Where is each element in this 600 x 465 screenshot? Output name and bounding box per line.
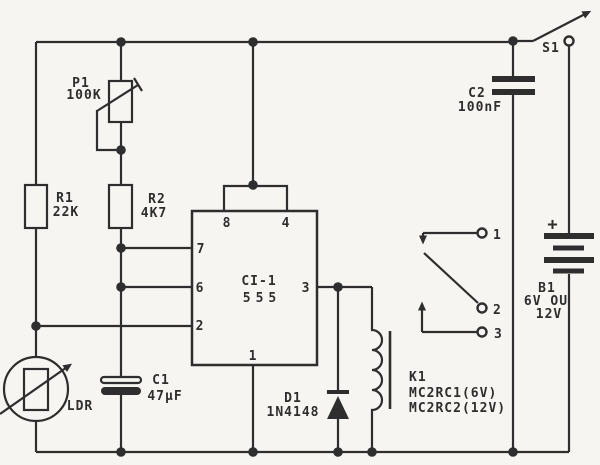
c2-value-label: 100nF: [458, 100, 502, 115]
diode-triangle: [327, 396, 349, 419]
c2-ref-label: C2: [468, 86, 486, 101]
battery-plus-label: +: [547, 215, 558, 235]
switch-arm-arrow: [532, 10, 592, 42]
s1-label: S1: [542, 41, 560, 56]
k1-type-6v-label: MC2RC1(6V): [409, 386, 497, 401]
junction-dots: [31, 36, 518, 457]
junction-dot: [333, 282, 343, 292]
ic-pin6-label: 6: [196, 281, 205, 296]
k1-type-12v-label: MC2RC2(12V): [409, 401, 506, 416]
b1-ref-label: B1: [538, 281, 556, 296]
p1-ref-label: P1: [72, 76, 90, 91]
junction-dot: [367, 447, 377, 457]
junction-dot: [116, 145, 126, 155]
potentiometer-wiper-tbar: [133, 77, 143, 92]
junction-dot: [116, 243, 126, 253]
capacitor-plate-outline: [99, 375, 143, 385]
contact2-terminal: [476, 302, 488, 314]
ic-pin7-label: 7: [197, 242, 206, 257]
ic-body: [190, 209, 319, 367]
junction-dot: [116, 37, 126, 47]
ic-pin3-label: 3: [302, 281, 311, 296]
ldr-arrow: [0, 363, 73, 415]
contact1-terminal: [476, 227, 488, 239]
potentiometer-wiper-arrow: [96, 84, 139, 112]
ic-pin4-label: 4: [282, 216, 291, 231]
wire-wiper-link: [95, 110, 119, 152]
r1-ref-label: R1: [56, 191, 74, 206]
r2-value-label: 4K7: [141, 206, 167, 221]
r2-ref-label: R2: [148, 192, 166, 207]
relay-coil-symbol: [370, 287, 384, 452]
resistor-symbol: [23, 183, 49, 230]
capacitor-c2: C2 100nF: [458, 76, 535, 115]
ic-ref-label: CI-1: [241, 274, 276, 289]
ic-part-label: 555: [243, 291, 281, 306]
ldr-sensor: LDR: [0, 355, 93, 423]
battery-b1: + B1 6V OU 12V: [524, 215, 594, 322]
relay-k1: K1 MC2RC1(6V) MC2RC2(12V): [370, 287, 506, 452]
b1-voltage1-label: 6V OU: [524, 294, 568, 309]
contact1-label: 1: [493, 228, 502, 243]
relay-contacts: 1 2 3: [418, 227, 503, 342]
ic-pin8-label: 8: [223, 216, 232, 231]
p1-value-label: 100K: [66, 88, 101, 103]
junction-dot: [508, 36, 518, 46]
junction-dot: [248, 180, 258, 190]
capacitor-plate-solid: [101, 387, 141, 395]
ic-555: 8 4 7 6 2 3 1 CI-1 555: [190, 184, 319, 367]
resistor-r1: R1 22K: [23, 183, 79, 230]
power-rails: [34, 40, 571, 454]
junction-dot: [508, 447, 518, 457]
r1-value-label: 22K: [53, 205, 79, 220]
contact3-terminal: [476, 326, 488, 338]
k1-ref-label: K1: [409, 370, 427, 385]
potentiometer-p1: P1 100K: [66, 76, 143, 152]
ic-pin1-label: 1: [249, 349, 258, 364]
contact2-label: 2: [493, 303, 502, 318]
d1-ref-label: D1: [284, 391, 302, 406]
resistor-symbol: [107, 183, 134, 230]
ldr-label: LDR: [67, 399, 93, 414]
switch-terminal: [563, 35, 575, 47]
junction-dot: [248, 447, 258, 457]
junction-dot: [248, 37, 258, 47]
diode-d1: D1 1N4148: [267, 287, 349, 452]
wire-pin8-pin4-bracket: [222, 184, 289, 211]
switch-s1: S1: [513, 10, 592, 56]
contact3-label: 3: [494, 327, 503, 342]
b1-voltage2-label: 12V: [536, 307, 562, 322]
capacitor-c1: C1 47µF: [99, 373, 182, 404]
junction-dot: [333, 447, 343, 457]
d1-value-label: 1N4148: [267, 405, 320, 420]
ic-pin2-label: 2: [196, 319, 205, 334]
resistor-r2: R2 4K7: [107, 183, 167, 230]
c1-value-label: 47µF: [147, 389, 182, 404]
c1-ref-label: C1: [152, 373, 170, 388]
junction-dot: [31, 321, 41, 331]
contact-arm: [423, 252, 479, 304]
junction-dot: [116, 282, 126, 292]
junction-dot: [116, 447, 126, 457]
